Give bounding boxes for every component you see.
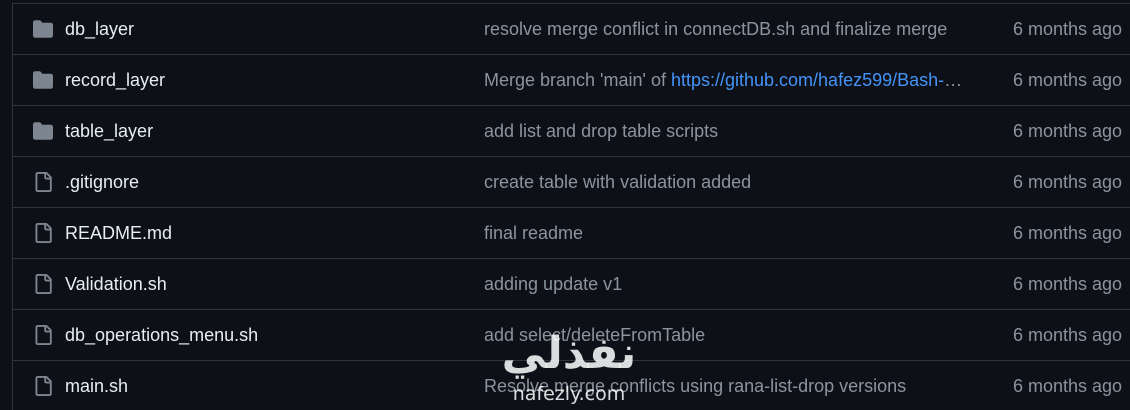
file-icon [33,223,53,243]
file-row-main[interactable]: main.sh Resolve merge conflicts using ra… [13,361,1130,410]
folder-icon [33,70,53,90]
commit-age: 6 months ago [1013,19,1123,39]
commit-age: 6 months ago [1013,121,1123,141]
commit-age: 6 months ago [1013,172,1123,192]
file-name[interactable]: README.md [65,223,173,243]
file-name[interactable]: db_operations_menu.sh [65,325,259,345]
file-icon [33,172,53,192]
file-name[interactable]: Validation.sh [65,274,167,294]
commit-message[interactable]: resolve merge conflict in connectDB.sh a… [484,19,948,39]
commit-message[interactable]: Merge branch 'main' of https://github.co… [484,70,974,90]
commit-message[interactable]: add list and drop table scripts [484,121,719,141]
file-icon [33,325,53,345]
folder-icon [33,19,53,39]
file-row-db-layer[interactable]: db_layer resolve merge conflict in conne… [13,4,1130,55]
commit-age: 6 months ago [1013,223,1123,243]
file-name[interactable]: db_layer [65,19,135,39]
commit-message[interactable]: add select/deleteFromTable [484,325,706,345]
commit-link[interactable]: https://github.com/hafez599/Bash-D… [670,70,974,90]
file-icon [33,376,53,396]
commit-age: 6 months ago [1013,70,1123,90]
file-name[interactable]: main.sh [65,376,129,396]
file-list: db_layer resolve merge conflict in conne… [12,3,1130,410]
commit-message[interactable]: final readme [484,223,584,243]
commit-age: 6 months ago [1013,274,1123,294]
file-row-table-layer[interactable]: table_layer add list and drop table scri… [13,106,1130,157]
commit-message[interactable]: create table with validation added [484,172,752,192]
file-row-validation[interactable]: Validation.sh adding update v1 6 months … [13,259,1130,310]
commit-age: 6 months ago [1013,376,1123,396]
file-name[interactable]: record_layer [65,70,166,90]
file-row-db-operations-menu[interactable]: db_operations_menu.sh add select/deleteF… [13,310,1130,361]
commit-message[interactable]: adding update v1 [484,274,623,294]
folder-icon [33,121,53,141]
file-row-readme[interactable]: README.md final readme 6 months ago [13,208,1130,259]
commit-message[interactable]: Resolve merge conflicts using rana-list-… [484,376,907,396]
commit-age: 6 months ago [1013,325,1123,345]
file-name[interactable]: .gitignore [65,172,140,192]
file-row-gitignore[interactable]: .gitignore create table with validation … [13,157,1130,208]
file-row-record-layer[interactable]: record_layer Merge branch 'main' of http… [13,55,1130,106]
file-icon [33,274,53,294]
file-name[interactable]: table_layer [65,121,154,141]
